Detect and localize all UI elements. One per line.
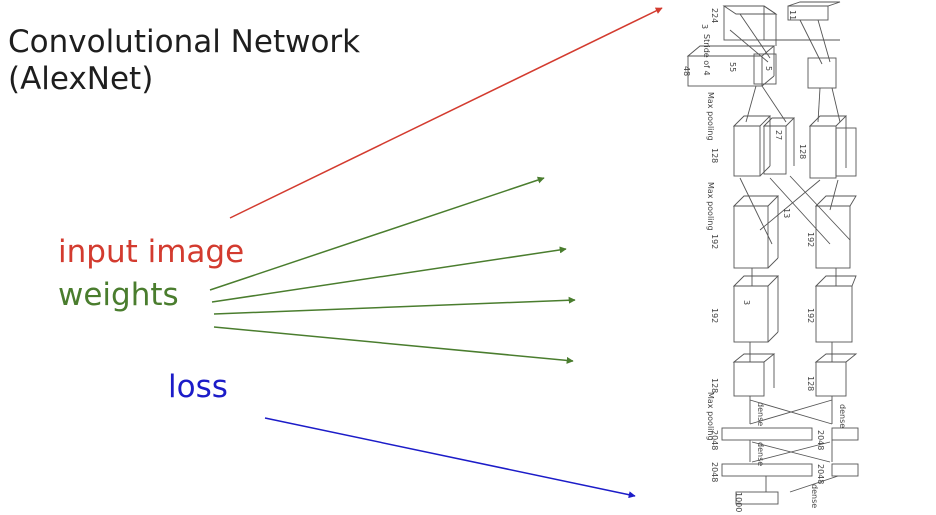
conv2-block (732, 85, 857, 179)
label-input-depth: 3 (700, 24, 709, 29)
label-size-13: 13 (782, 208, 791, 218)
label-channels-48: 48 (682, 66, 691, 76)
conv4-block (732, 268, 857, 343)
weights-label: weights (58, 277, 179, 313)
label-channels-192-d: 192 (806, 308, 815, 323)
label-channels-128-b: 128 (798, 144, 807, 159)
label-fc-2048-d: 2048 (816, 464, 825, 484)
label-size-27: 27 (774, 130, 783, 140)
label-max-pooling-3: Max pooling (706, 392, 715, 441)
title-line-1: Convolutional Network (8, 24, 361, 60)
conv3-block (732, 175, 857, 269)
label-dense-2: dense (838, 404, 847, 428)
label-fc-1000: 1000 (734, 492, 743, 512)
label-kernel-3: 3 (742, 300, 751, 305)
label-stride: Stride of 4 (702, 34, 711, 76)
conv5-block (732, 342, 858, 397)
label-kernel-11: 11 (788, 10, 797, 20)
loss-label: loss (168, 369, 228, 405)
label-dense-4: dense (810, 484, 819, 508)
label-kernel-5: 5 (764, 66, 773, 71)
arrows-group (209, 7, 663, 499)
slide-title: Convolutional Network (AlexNet) (8, 24, 360, 98)
label-size-55: 55 (728, 62, 737, 72)
alexnet-diagram (686, 1, 859, 505)
label-fc-2048-b: 2048 (816, 430, 825, 450)
label-fc-2048-a: 2048 (710, 430, 719, 450)
label-channels-192-c: 192 (710, 308, 719, 323)
label-fc-2048-c: 2048 (710, 462, 719, 482)
dense-layers (721, 396, 859, 505)
label-channels-128-d: 128 (806, 376, 815, 391)
weights-arrow-4 (213, 326, 574, 364)
input-block (686, 1, 841, 89)
label-max-pooling-1: Max pooling (706, 92, 715, 141)
weights-arrow-3 (213, 296, 576, 315)
diagram-labels: 224 3 Stride of 4 48 55 11 5 Max pooling… (682, 8, 847, 512)
label-dense-3: dense (756, 442, 765, 466)
weights-arrow-2 (211, 246, 567, 303)
weights-arrow-1 (209, 176, 545, 291)
label-dense-1: dense (756, 402, 765, 426)
input-image-arrow (229, 7, 663, 219)
label-channels-128: 128 (710, 148, 719, 163)
label-channels-192: 192 (710, 234, 719, 249)
label-max-pooling-2: Max pooling (706, 182, 715, 231)
input-image-label: input image (58, 234, 245, 270)
label-input-size: 224 (710, 8, 719, 23)
loss-arrow (264, 417, 636, 499)
title-line-2: (AlexNet) (8, 61, 154, 97)
label-channels-128-c: 128 (710, 378, 719, 393)
label-channels-192-b: 192 (806, 232, 815, 247)
